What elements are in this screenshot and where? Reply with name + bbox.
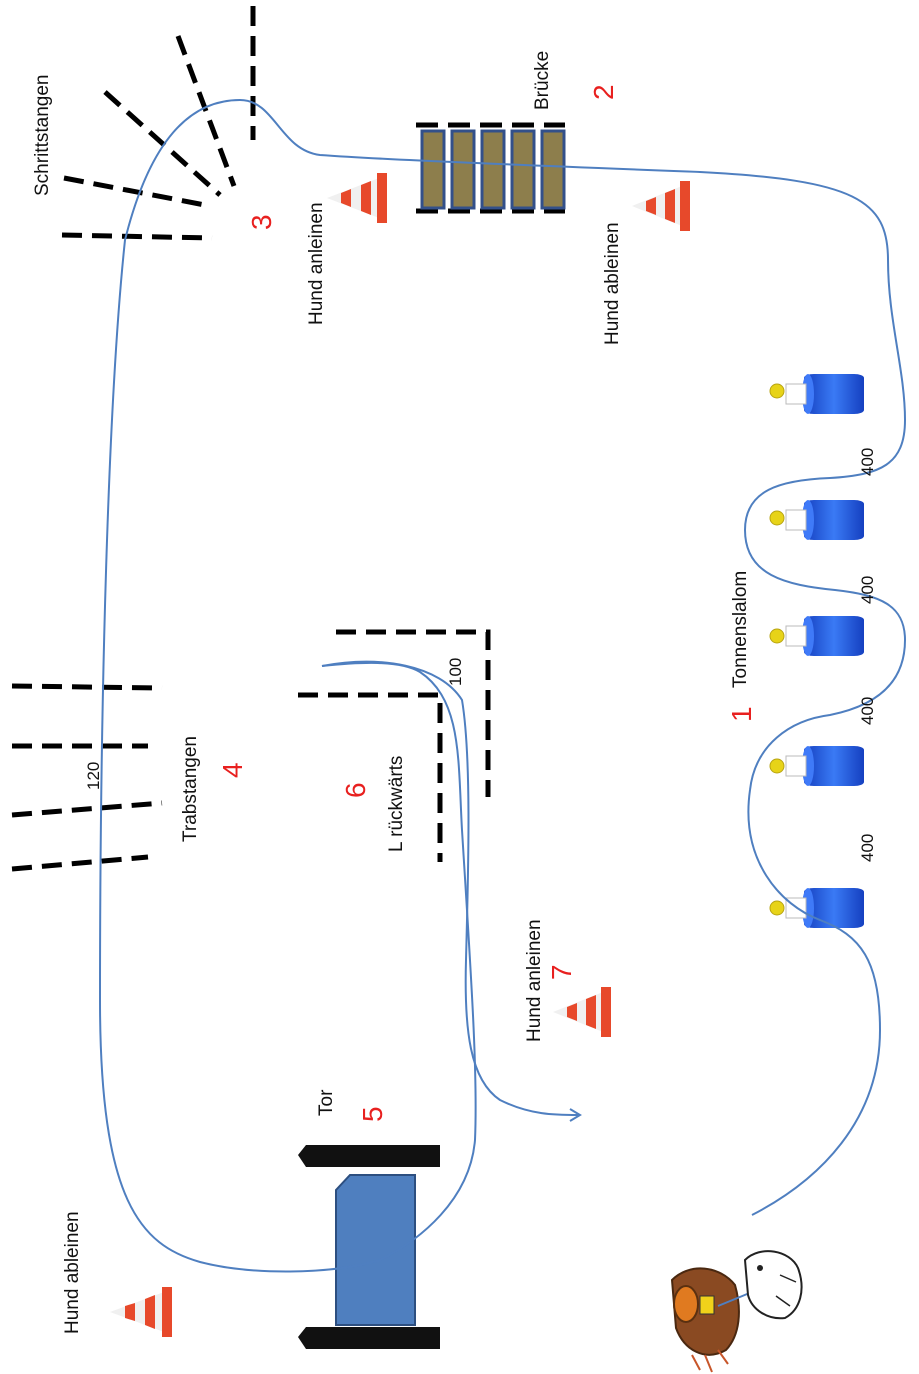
label-tor: Tor [316,1089,337,1116]
course-path-return [321,660,579,1116]
distance-label: 100 [446,657,465,686]
cone-icon [632,181,690,231]
gate [298,1145,440,1349]
number-6: 6 [340,782,371,798]
cone-icon [110,1287,172,1337]
distance-label: 120 [84,761,103,790]
handler-with-dog-icon [670,1250,803,1373]
label-trabstangen: Trabstangen [180,736,201,842]
number-5: 5 [357,1106,388,1122]
label-hund-anleinen-top: Hund anleinen [306,202,327,325]
barrel [769,616,864,656]
cone-icon [327,173,387,223]
barrel [769,746,864,786]
label-l-rueckwaerts: L rückwärts [386,755,407,852]
label-hund-ableinen-bottom: Hund ableinen [62,1211,83,1334]
label-schrittstangen: Schrittstangen [32,74,53,196]
cone-icon [553,987,611,1037]
barrel [769,374,864,414]
barrel [769,888,864,928]
label-hund-anleinen-7: Hund anleinen [524,919,545,1042]
distance-label: 400 [858,447,877,476]
barrel [769,500,864,540]
label-tonnenslalom: Tonnenslalom [730,570,751,688]
path-arrowhead [569,1108,582,1122]
label-bruecke: Brücke [532,50,553,110]
number-2: 2 [588,84,619,100]
l-shape-poles [298,629,491,862]
distance-label: 400 [858,575,877,604]
distance-label: 400 [858,833,877,862]
course-path [98,98,907,1273]
label-hund-ableinen-top: Hund ableinen [602,222,623,345]
bridge [416,122,566,214]
schrittstangen-poles [61,6,256,241]
number-3: 3 [246,214,277,230]
trab-poles [11,683,163,872]
number-4: 4 [217,762,248,778]
distance-label: 400 [858,696,877,725]
number-7: 7 [546,964,577,980]
number-1: 1 [726,706,757,722]
